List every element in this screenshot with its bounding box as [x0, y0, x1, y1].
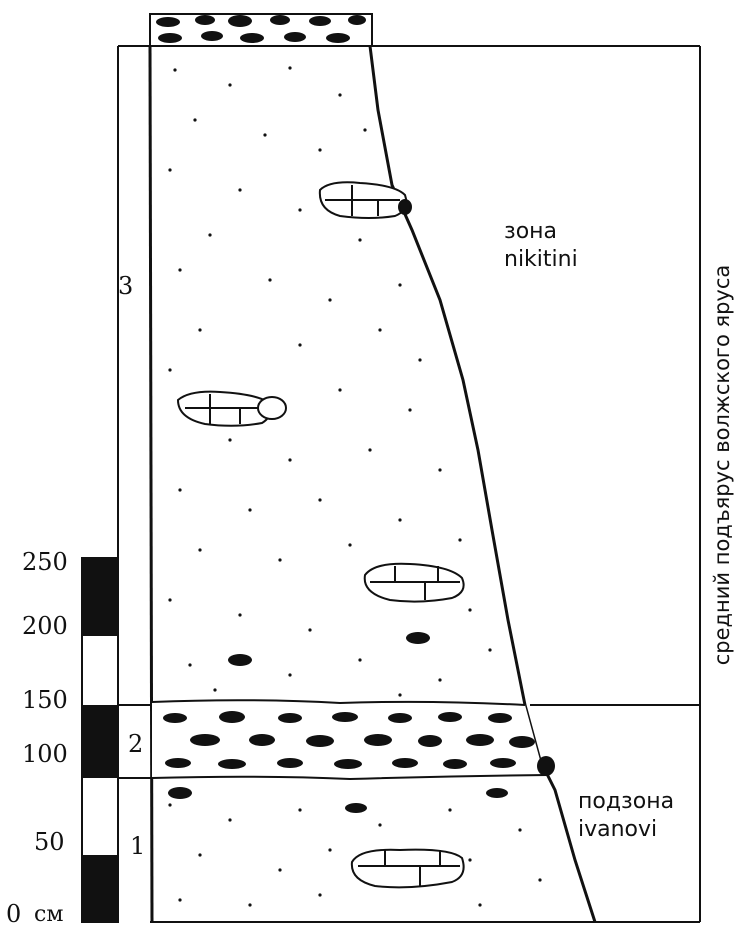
scale-segment-black	[82, 705, 118, 778]
scale-tick-0: 0	[6, 900, 22, 928]
scale-segment-black	[82, 855, 118, 922]
top-conglomerate	[149, 13, 373, 47]
bed-number-3: 3	[118, 272, 134, 300]
scale-segment-black	[82, 558, 118, 636]
scale-tick-50: 50	[34, 828, 65, 856]
zone-label-nikitini: зона nikitini	[504, 218, 578, 274]
scale-tick-100: 100	[22, 740, 68, 768]
depth-scale-bar	[81, 557, 119, 923]
scale-tick-200: 200	[22, 612, 68, 640]
zone-label-line-1: зона	[504, 219, 558, 244]
subzone-label-line-1: подзона	[578, 789, 675, 814]
zone-label-line-2: nikitini	[504, 247, 578, 272]
phosphorite-pebble	[228, 632, 430, 666]
carbonate-concretion	[318, 181, 412, 219]
zone-frame	[150, 45, 701, 923]
sandstone-bed-3	[148, 45, 597, 923]
conglomerate-bed-2	[151, 699, 555, 781]
bed-number-2: 2	[128, 730, 144, 758]
sand-dots-bed-3	[168, 66, 492, 697]
bed-number-1: 1	[130, 832, 146, 860]
stage-label: средний подъярус волжского яруса	[710, 264, 734, 666]
bed-number-column	[117, 45, 152, 922]
subzone-label-ivanovi: подзона ivanovi	[578, 788, 674, 844]
scale-tick-250: 250	[22, 548, 68, 576]
scale-unit: см	[34, 902, 64, 927]
carbonate-concretion	[176, 390, 287, 427]
carbonate-concretion	[350, 848, 465, 889]
sandstone-bed-1	[168, 787, 542, 907]
carbonate-concretion	[363, 562, 465, 603]
scale-tick-150: 150	[22, 686, 68, 714]
subzone-label-line-2: ivanovi	[578, 817, 658, 842]
